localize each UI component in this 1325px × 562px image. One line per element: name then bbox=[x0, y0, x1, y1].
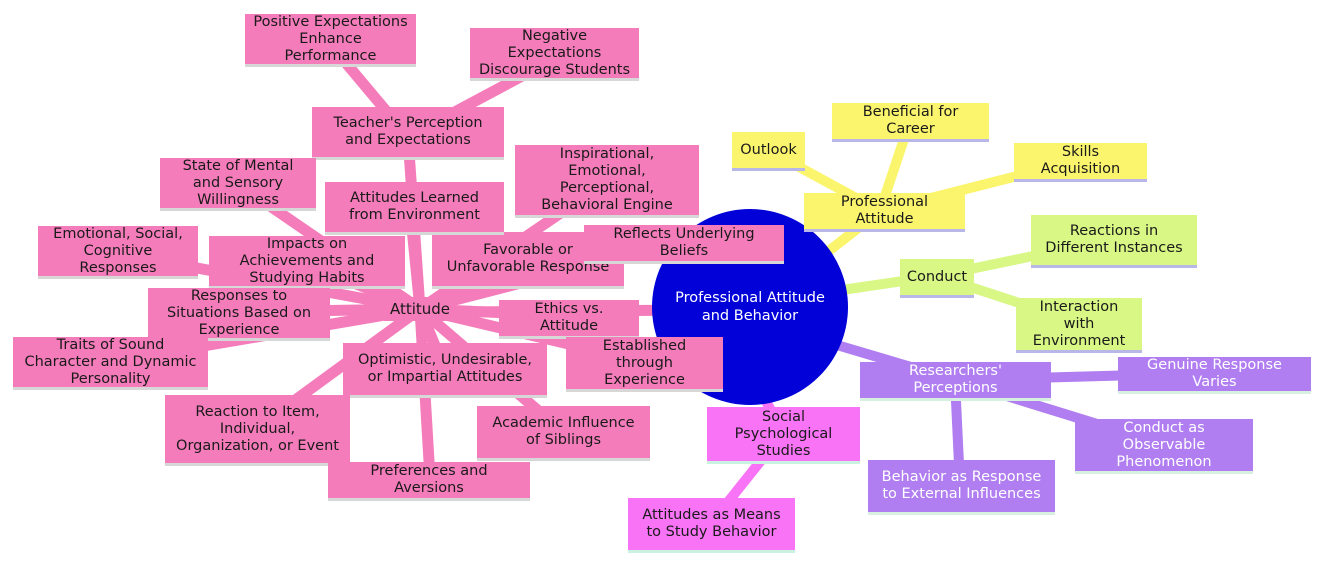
node-conduct-observable: Conduct as Observable Phenomenon bbox=[1075, 419, 1253, 471]
node-attitudes-means: Attitudes as Means to Study Behavior bbox=[628, 498, 795, 550]
node-negative-expectations: Negative Expectations Discourage Student… bbox=[470, 28, 639, 78]
node-reactions-instances: Reactions in Different Instances bbox=[1031, 215, 1197, 265]
node-social-psychological: Social Psychological Studies bbox=[707, 407, 860, 461]
node-optimistic: Optimistic, Undesirable, or Impartial At… bbox=[343, 343, 547, 395]
node-genuine-response: Genuine Response Varies bbox=[1118, 357, 1311, 391]
node-interaction-environment: Interaction with Environment bbox=[1016, 298, 1142, 350]
node-impacts: Impacts on Achievements and Studying Hab… bbox=[209, 236, 405, 286]
node-emotional-social: Emotional, Social, Cognitive Responses bbox=[38, 226, 198, 276]
node-preferences: Preferences and Aversions bbox=[328, 462, 530, 498]
node-responses-situations: Responses to Situations Based on Experie… bbox=[148, 288, 330, 338]
node-reaction-item: Reaction to Item, Individual, Organizati… bbox=[165, 395, 350, 463]
node-conduct: Conduct bbox=[900, 259, 974, 295]
node-beneficial-career: Beneficial for Career bbox=[832, 103, 989, 139]
node-traits: Traits of Sound Character and Dynamic Pe… bbox=[13, 337, 208, 387]
node-researchers-perceptions: Researchers' Perceptions bbox=[860, 362, 1051, 398]
node-established: Established through Experience bbox=[566, 337, 723, 389]
node-positive-expectations: Positive Expectations Enhance Performanc… bbox=[245, 14, 416, 64]
node-professional-attitude: Professional Attitude bbox=[804, 193, 965, 229]
node-siblings: Academic Influence of Siblings bbox=[477, 406, 650, 458]
node-reflects-beliefs: Reflects Underlying Beliefs bbox=[584, 225, 784, 261]
node-learned-environment: Attitudes Learned from Environment bbox=[325, 182, 504, 232]
node-engine: Inspirational, Emotional, Perceptional, … bbox=[515, 145, 699, 215]
node-mental-state: State of Mental and Sensory Willingness bbox=[160, 158, 316, 208]
node-behavior-external: Behavior as Response to External Influen… bbox=[868, 460, 1055, 512]
node-ethics: Ethics vs. Attitude bbox=[499, 300, 639, 336]
node-attitude: Attitude bbox=[384, 297, 456, 321]
node-skills-acquisition: Skills Acquisition bbox=[1014, 143, 1147, 179]
node-outlook: Outlook bbox=[732, 132, 805, 168]
node-teachers-perception: Teacher's Perception and Expectations bbox=[312, 107, 504, 157]
